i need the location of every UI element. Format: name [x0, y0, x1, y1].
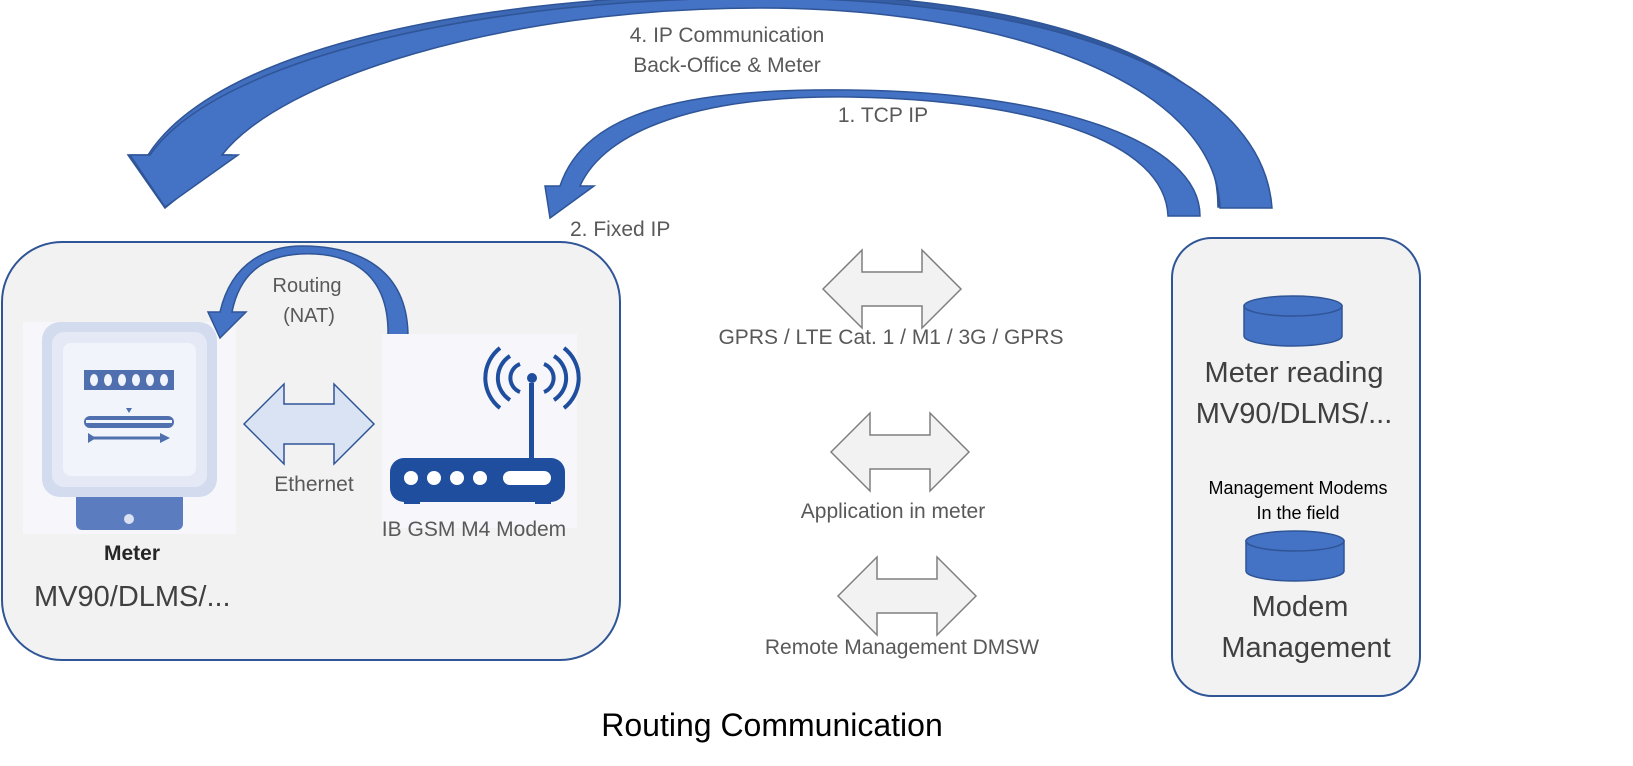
modem-management-database-icon [1245, 530, 1345, 582]
routing-nat-arrow [206, 245, 409, 340]
management-modems-label-line2: In the field [1256, 503, 1340, 523]
tcp-ip-label: 1. TCP IP [837, 104, 929, 127]
network-link-arrow [821, 248, 963, 330]
ethernet-label: Ethernet [274, 473, 354, 496]
diagram-title: Routing Communication [601, 707, 943, 743]
remote-link-label: Remote Management DMSW [764, 636, 1040, 659]
modem-management-label-line2: Management [1221, 632, 1391, 664]
meter-reading-label-line1: Meter reading [1204, 357, 1384, 389]
application-link-arrow [829, 411, 971, 493]
routing-label-line2: (NAT) [283, 305, 335, 327]
remote-link-arrow [836, 555, 978, 637]
ip-communication-label-line2: Back-Office & Meter [633, 54, 821, 77]
application-link-label: Application in meter [800, 500, 986, 523]
back-office-panel [1171, 237, 1421, 697]
fixed-ip-label: 2. Fixed IP [570, 218, 671, 241]
meter-icon [23, 322, 236, 534]
meter-protocol-label: MV90/DLMS/... [34, 581, 231, 613]
meter-reading-database-icon [1243, 295, 1343, 347]
modem-label: IB GSM M4 Modem [381, 518, 567, 541]
ip-communication-arrow-body [128, 0, 1273, 209]
management-modems-label-line1: Management Modems [1208, 478, 1388, 498]
meter-reading-label-line2: MV90/DLMS/... [1195, 398, 1393, 430]
ethernet-arrow [242, 382, 376, 466]
routing-label-line1: Routing [272, 275, 342, 297]
modem-icon [382, 334, 581, 528]
meter-label: Meter [103, 542, 161, 565]
tcp-ip-arrow [544, 89, 1201, 220]
network-link-label: GPRS / LTE Cat. 1 / M1 / 3G / GPRS [718, 326, 1064, 349]
ip-communication-label-line1: 4. IP Communication [629, 24, 825, 47]
modem-management-label-line1: Modem [1251, 591, 1349, 623]
